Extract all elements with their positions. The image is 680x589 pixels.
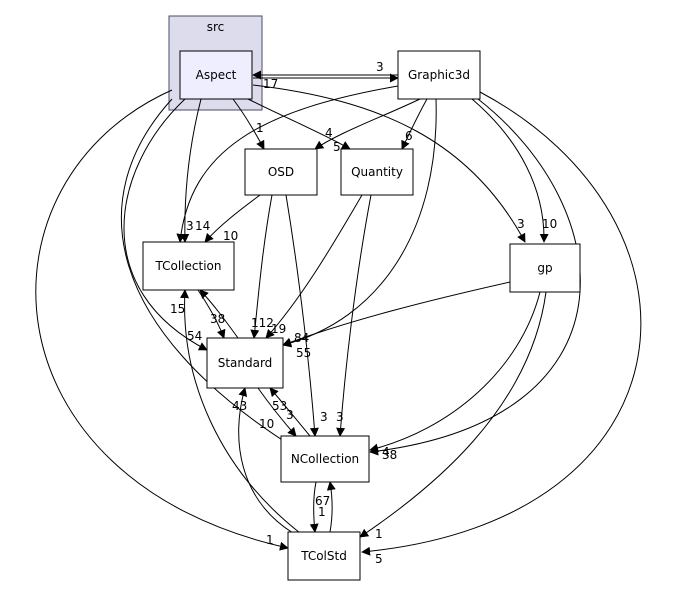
edge-graphic3d-to-standard — [282, 98, 437, 348]
edge-label-ncollection-to-standard: 53 — [272, 399, 287, 413]
edge-label-gp-to-standard: 55 — [296, 346, 311, 360]
node-tcolstd-label: TColStd — [300, 549, 347, 563]
node-standard[interactable]: Standard — [206, 337, 284, 389]
edge-quantity-to-ncollection — [336, 194, 372, 437]
edge-label-tcolstd-to-tcollection: 15 — [170, 302, 185, 316]
node-quantity[interactable]: Quantity — [340, 148, 414, 196]
node-aspect[interactable]: Aspect — [179, 50, 253, 100]
node-ncollection-label: NCollection — [291, 452, 359, 466]
edge-label-aspect-to-tcollection: 3 — [186, 219, 194, 233]
node-gp-box — [509, 243, 581, 293]
edge-label-tcolstd-to-standard: 43 — [232, 399, 247, 413]
edge-aspect-to-tcollection — [180, 98, 202, 243]
cluster-src-label: src — [207, 20, 225, 34]
edge-label-aspect-to-quantity: 4 — [325, 126, 333, 140]
edge-label-gp-to-tcolstd: 1 — [375, 527, 383, 541]
edge-standard-to-ncollection — [257, 387, 297, 437]
node-quantity-box — [340, 148, 414, 196]
edge-ncollection-to-tcolstd — [309, 481, 319, 533]
edge-graphic3d-to-tcolstd — [361, 91, 642, 556]
edge-aspect-to-osd — [232, 98, 265, 150]
edge-label-standard-to-ncollection: 3 — [286, 408, 294, 422]
node-quantity-label: Quantity — [351, 165, 403, 179]
edge-tcolstd-to-tcollection — [180, 289, 301, 534]
node-gp[interactable]: gp — [509, 243, 581, 293]
edge-standard-to-tcollection — [199, 289, 239, 339]
edge-gp-to-ncollection — [369, 291, 541, 453]
edge-aspect-to-gp — [252, 84, 526, 243]
node-tcollection-label: TCollection — [155, 259, 222, 273]
edge-label-quantity-to-ncollection: 3 — [336, 410, 344, 424]
edge-label-graphic3d-to-gp: 10 — [542, 217, 557, 231]
node-graphic3d-box — [397, 50, 481, 100]
node-ncollection[interactable]: NCollection — [280, 435, 370, 483]
node-tcolstd[interactable]: TColStd — [287, 531, 361, 581]
edge-label-graphic3d-to-tcollection: 14 — [195, 219, 210, 233]
edge-aspect-to-standard — [123, 98, 208, 351]
node-ncollection-box — [280, 435, 370, 483]
node-aspect-label: Aspect — [196, 68, 237, 82]
edge-label-graphic3d-to-standard: 84 — [294, 331, 309, 345]
edge-label-aspect-to-osd: 1 — [256, 121, 264, 135]
edge-graphic3d-to-tcollection — [176, 85, 399, 243]
edge-label-graphic3d-to-osd: 5 — [333, 140, 341, 154]
edge-aspect-to-quantity — [247, 98, 351, 150]
node-gp-label: gp — [537, 261, 552, 275]
edge-label-graphic3d-to-aspect: 3 — [376, 60, 384, 74]
edge-graphic3d-to-osd — [314, 98, 421, 150]
edge-label-ncollection-to-tcolstd: 1 — [318, 505, 326, 519]
edge-label-graphic3d-to-quantity: 6 — [405, 129, 413, 143]
node-aspect-box — [179, 50, 253, 100]
edge-graphic3d-to-quantity — [401, 98, 428, 150]
edge-label-aspect-to-standard: 54 — [187, 329, 202, 343]
edge-label-osd-to-tcollection: 10 — [223, 229, 238, 243]
edge-aspect-to-ncollection — [120, 98, 291, 446]
edge-label-aspect-to-ncollection: 10 — [259, 417, 274, 431]
edge-label-osd-to-standard: 112 — [251, 316, 274, 330]
edge-osd-to-tcollection — [204, 194, 261, 243]
node-standard-label: Standard — [218, 356, 273, 370]
edge-aspect-to-tcolstd — [35, 89, 289, 551]
edge-label-gp-to-ncollection: 38 — [382, 448, 397, 462]
edge-label-osd-to-ncollection: 3 — [320, 410, 328, 424]
edge-gp-to-tcolstd — [359, 291, 547, 538]
edge-gp-to-standard — [282, 281, 511, 347]
node-osd-label: OSD — [268, 165, 294, 179]
node-tcolstd-box — [287, 531, 361, 581]
node-osd[interactable]: OSD — [244, 148, 318, 196]
edge-osd-to-standard — [250, 194, 273, 339]
node-tcollection-box — [142, 241, 235, 291]
edge-label-graphic3d-to-ncollection: 4 — [382, 445, 390, 459]
node-osd-box — [244, 148, 318, 196]
edge-tcolstd-to-standard — [238, 387, 294, 534]
node-graphic3d[interactable]: Graphic3d — [397, 50, 481, 100]
edge-label-tcollection-to-standard: 38 — [210, 312, 225, 326]
edge-graphic3d-to-ncollection — [369, 98, 581, 456]
edge-quantity-to-standard — [265, 194, 363, 339]
edge-label-graphic3d-to-tcolstd: 5 — [375, 552, 383, 566]
edge-tcolstd-to-ncollection — [326, 481, 336, 533]
edge-label-aspect-to-graphic3d: 17 — [263, 77, 278, 91]
node-tcollection[interactable]: TCollection — [142, 241, 235, 291]
node-graphic3d-label: Graphic3d — [408, 68, 470, 82]
edge-label-aspect-to-gp: 3 — [517, 217, 525, 231]
edge-graphic3d-to-gp — [471, 98, 549, 243]
edge-label-aspect-to-tcolstd: 1 — [266, 533, 274, 547]
edge-osd-to-ncollection — [285, 194, 319, 437]
edge-label-quantity-to-standard: 19 — [271, 322, 286, 336]
edge-label-tcolstd-to-ncollection: 67 — [315, 494, 330, 508]
edge-ncollection-to-standard — [269, 387, 311, 437]
node-standard-box — [206, 337, 284, 389]
